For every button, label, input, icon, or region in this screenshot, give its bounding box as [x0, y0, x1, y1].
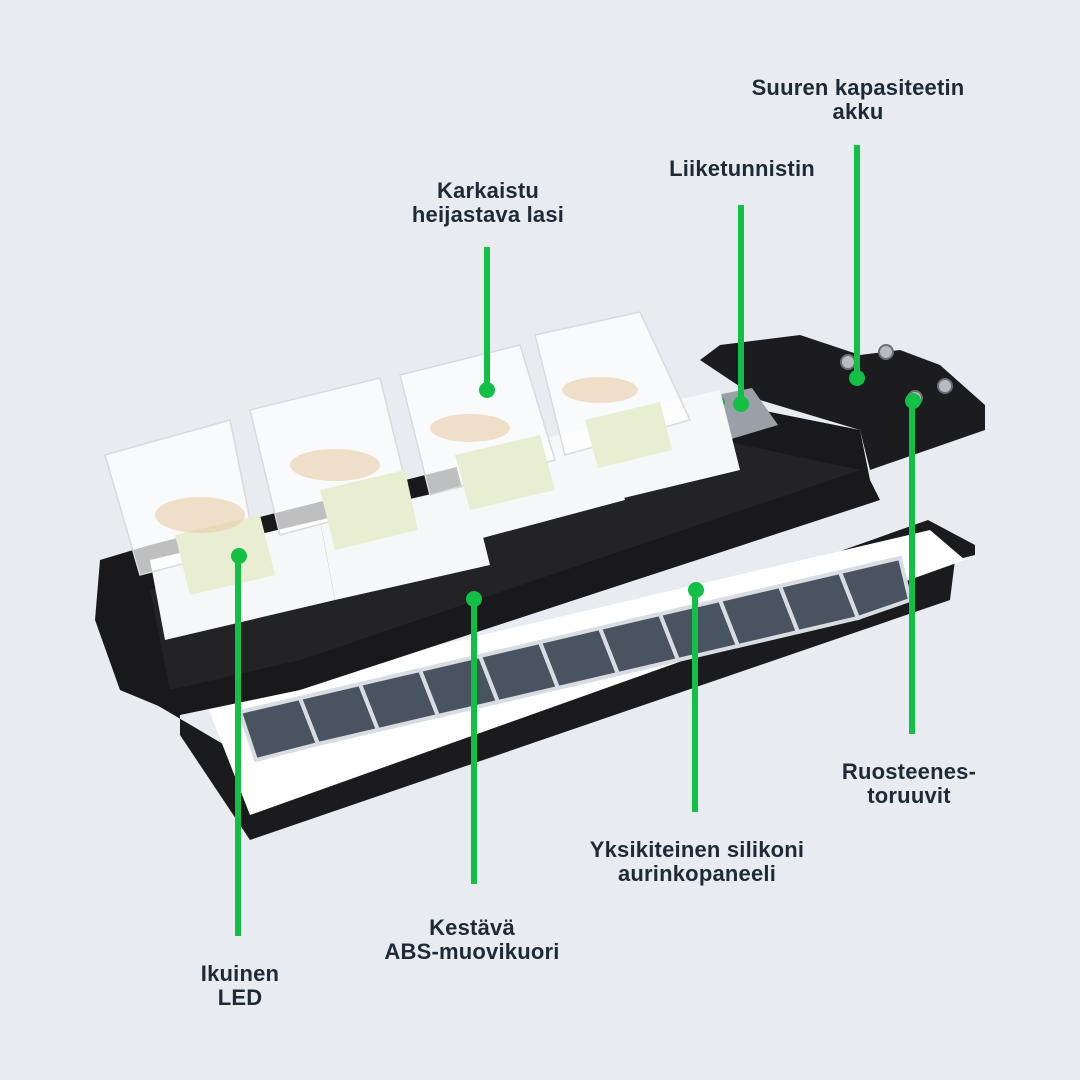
- callout-label-motion-sensor: Liiketunnistin: [669, 156, 815, 181]
- callout-dot-battery: [849, 370, 865, 386]
- callout-label-led: Ikuinen LED: [200, 961, 280, 1010]
- callout-lines: [235, 145, 915, 936]
- callout-label-battery: Suuren kapasiteetin akku: [751, 75, 965, 124]
- callout-dot-solar-panel: [688, 582, 704, 598]
- callout-label-solar-panel: Yksikiteinen silikoni aurinkopaneeli: [589, 837, 805, 886]
- solar-panel-cells: [237, 555, 913, 763]
- led-chip-grids: [175, 402, 672, 595]
- callout-dots: [231, 370, 921, 607]
- callout-dot-rustproof-screws: [905, 393, 921, 409]
- callout-dot-led: [231, 548, 247, 564]
- callout-label-rustproof-screws: Ruosteenes- toruuvit: [841, 759, 977, 808]
- callout-dot-motion-sensor: [733, 396, 749, 412]
- callout-dot-abs-shell: [466, 591, 482, 607]
- callout-dot-tempered-glass: [479, 382, 495, 398]
- callout-label-abs-shell: Kestävä ABS-muovikuori: [384, 915, 560, 964]
- callout-label-tempered-glass: Karkaistu heijastava lasi: [411, 178, 565, 227]
